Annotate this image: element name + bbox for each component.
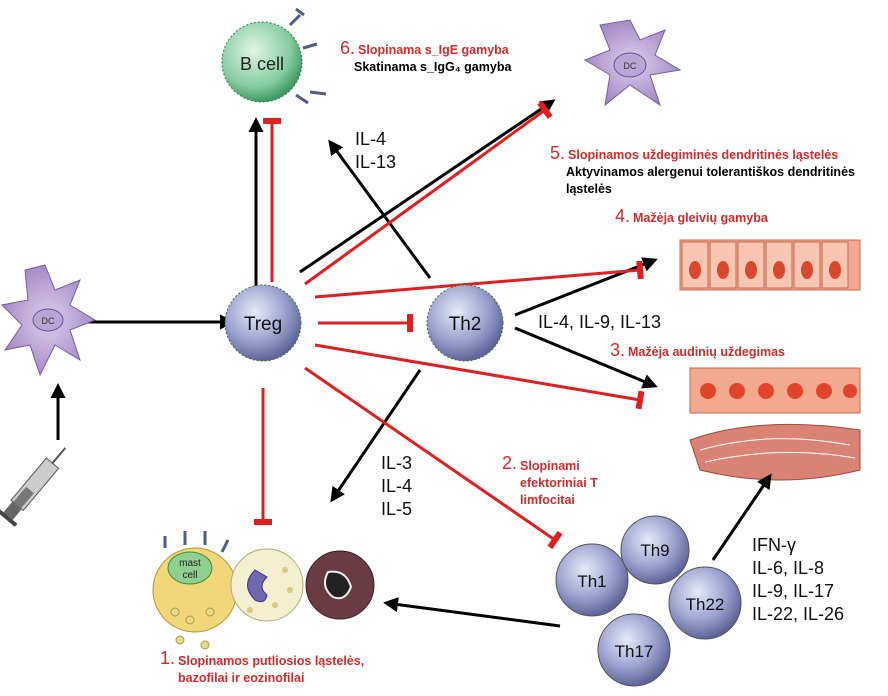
arrow-th2-to-bcell [328, 139, 432, 279]
svg-text:Th2: Th2 [449, 314, 482, 335]
inhibit-treg-mucus [314, 260, 644, 299]
svg-text:cell: cell [182, 570, 197, 581]
dendritic-cell-left: DC [0, 264, 97, 377]
inhibit-treg-tissue [314, 343, 645, 410]
th9-cell: Th9 [620, 515, 690, 585]
svg-text:B cell: B cell [240, 54, 284, 74]
eosinophil [305, 550, 375, 620]
arrow-th-to-granulocytes [383, 597, 561, 628]
th1-cell: Th1 [555, 543, 629, 617]
basophil [230, 548, 304, 622]
note-5: 2.5.Slopinamos uždegiminės dendritinės l… [550, 143, 855, 196]
dendritic-cell-top: DC [583, 19, 682, 107]
note-1: 1.Slopinamos putliosios ląstelės, bazofi… [160, 648, 365, 685]
arrow-treg-to-dc [299, 99, 556, 274]
mast-cell: mast cell [152, 531, 238, 650]
svg-text:Th22: Th22 [686, 595, 725, 614]
th17-cell: Th17 [597, 613, 671, 687]
inhibit-treg-dc [304, 100, 553, 286]
svg-text:Th9: Th9 [640, 541, 669, 560]
vaccine-syringe-icon [0, 447, 67, 527]
svg-text:Th17: Th17 [615, 642, 654, 661]
inflamed-epithelium [689, 367, 861, 414]
inhibit-treg-effector-t [304, 366, 563, 550]
treg-cell: Treg [224, 284, 302, 362]
svg-text:DC: DC [42, 316, 55, 326]
svg-text:DC: DC [624, 61, 637, 71]
note-4: 4.Mažėja gleivių gamyba [615, 206, 768, 226]
th2-cell: Th2 [426, 284, 504, 362]
mucus-epithelium [679, 239, 861, 291]
label-il4-il13: IL-4 IL-13 [355, 129, 397, 172]
th22-cell: Th22 [668, 566, 742, 640]
label-il3-il4-il5: IL-3 IL-4 IL-5 [381, 453, 413, 519]
smooth-muscle-tissue [689, 423, 861, 481]
label-effector-cytokines: IFN-γ IL-6, IL-8 IL-9, IL-17 IL-22, IL-2… [752, 535, 845, 624]
note-2: 2.Slopinami efektoriniai T limfocitai [502, 453, 598, 507]
note-3: 3.Mažėja audinių uždegimas [610, 340, 785, 360]
b-cell: B cell [221, 7, 327, 105]
arrow-th2-to-mucus [514, 257, 658, 317]
svg-text:Th1: Th1 [577, 572, 606, 591]
arrow-th2-to-tissue [514, 326, 658, 389]
svg-text:Treg: Treg [244, 314, 282, 335]
label-th2-epithelium-cytokines: IL-4, IL-9, IL-13 [538, 312, 662, 332]
arrow-th2-to-granulocytes [330, 369, 422, 503]
arrow-th22-to-tissue [711, 473, 772, 561]
svg-text:mast: mast [179, 558, 201, 569]
